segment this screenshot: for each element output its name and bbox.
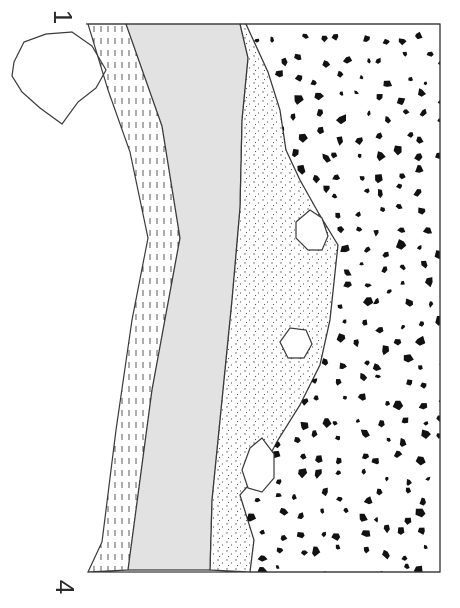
gravel-fleck bbox=[449, 43, 453, 47]
gravel-fleck bbox=[444, 566, 450, 573]
label-top: 1 bbox=[50, 10, 76, 24]
gravel-fleck bbox=[446, 261, 452, 265]
gravel-fleck bbox=[444, 474, 452, 483]
gravel-fleck bbox=[290, 576, 294, 581]
gravel-fleck bbox=[443, 339, 450, 347]
gravel-fleck bbox=[440, 527, 446, 535]
label-bottom: 4 bbox=[52, 580, 78, 594]
gravel-fleck bbox=[447, 287, 455, 293]
gravel-fleck bbox=[359, 572, 369, 581]
boulder-top bbox=[12, 32, 106, 124]
gravel-fleck bbox=[331, 574, 338, 581]
gravel-fleck bbox=[441, 131, 447, 140]
gravel-fleck bbox=[441, 171, 447, 176]
gravel-fleck bbox=[445, 212, 451, 217]
gravel-fleck bbox=[442, 509, 451, 515]
gravel-fleck bbox=[445, 455, 451, 461]
gravel-fleck bbox=[449, 548, 453, 554]
gravel-fleck bbox=[447, 229, 453, 235]
gravel-fleck bbox=[448, 75, 454, 82]
gravel-fleck bbox=[440, 381, 447, 387]
gravel-fleck bbox=[443, 305, 450, 311]
gravel-fleck bbox=[449, 494, 458, 503]
